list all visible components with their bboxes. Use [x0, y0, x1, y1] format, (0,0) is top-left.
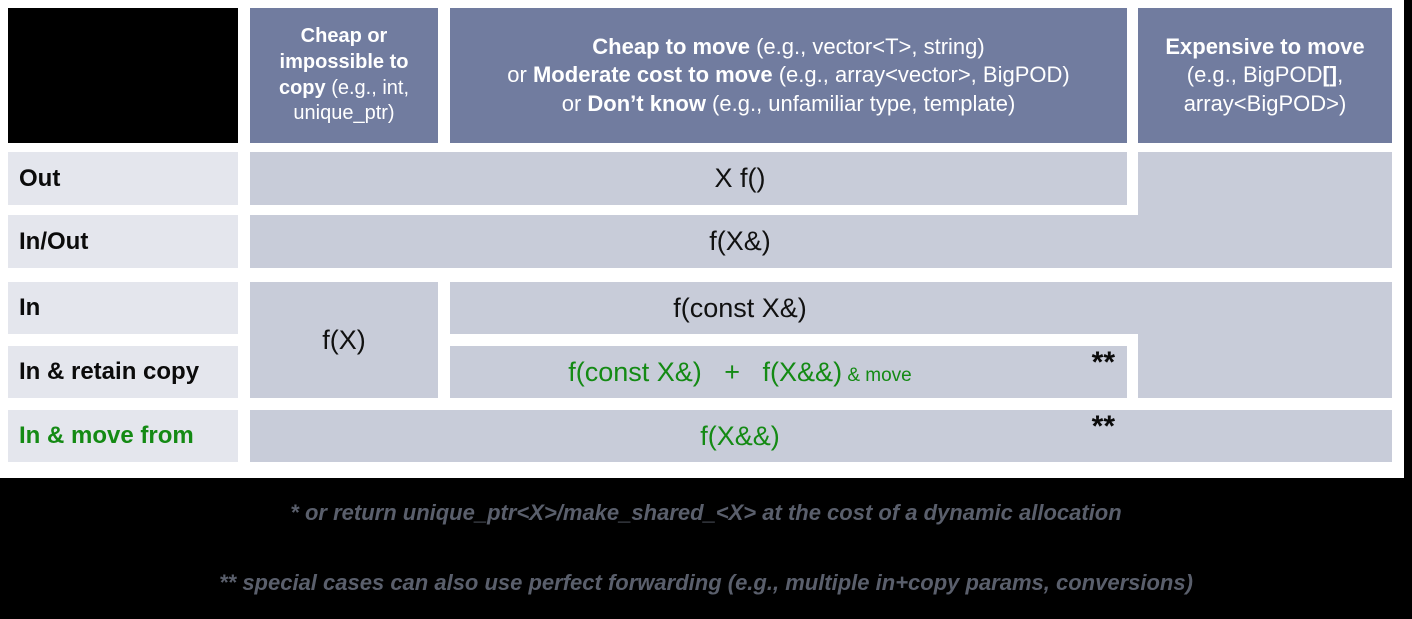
cell-out-return-by-value: [250, 152, 1127, 205]
footnote-dynamic-allocation: * or return unique_ptr<X>/make_shared_<X…: [290, 500, 1122, 525]
row-label-inout: In/Out: [8, 215, 238, 268]
header-expensive-to-move: Expensive to move(e.g., BigPOD[],array<B…: [1138, 8, 1392, 143]
cell-in-pass-by-value: f(X): [250, 282, 438, 398]
corner-black-box: [8, 8, 238, 143]
cell-in-move-from-rvalue-ref: [250, 410, 1392, 462]
code-inout-signature: f(X&): [709, 226, 771, 256]
cell-in-retain-copy-overloads: [450, 346, 1127, 398]
row-label-in: In: [8, 282, 238, 334]
footnote-perfect-forwarding: ** special cases can also use perfect fo…: [219, 570, 1193, 595]
code-retain-copy-signatures: f(const X&) + f(X&&) & move: [568, 356, 912, 387]
code-out-signature: X f(): [714, 163, 766, 193]
row-label-in-retain-copy: In & retain copy: [8, 346, 238, 398]
code-in-const-ref-signature: f(const X&): [673, 292, 807, 323]
code-move-from-signature: f(X&&): [700, 420, 780, 451]
row-label-in-move-from: In & move from: [8, 410, 238, 462]
move-from-footnote-marker: **: [1091, 410, 1115, 443]
header-cheap-or-moderate-or-unknown-move: Cheap to move (e.g., vector<T>, string)o…: [450, 8, 1127, 143]
footnote-band: * or return unique_ptr<X>/make_shared_<X…: [0, 478, 1412, 619]
cell-expensive-in-merged-block: [1138, 282, 1392, 398]
row-label-out: Out: [8, 152, 238, 205]
right-edge-black-strip: [1404, 0, 1412, 619]
retain-copy-footnote-marker: **: [1091, 346, 1115, 379]
cell-inout-ref: [250, 215, 1392, 268]
